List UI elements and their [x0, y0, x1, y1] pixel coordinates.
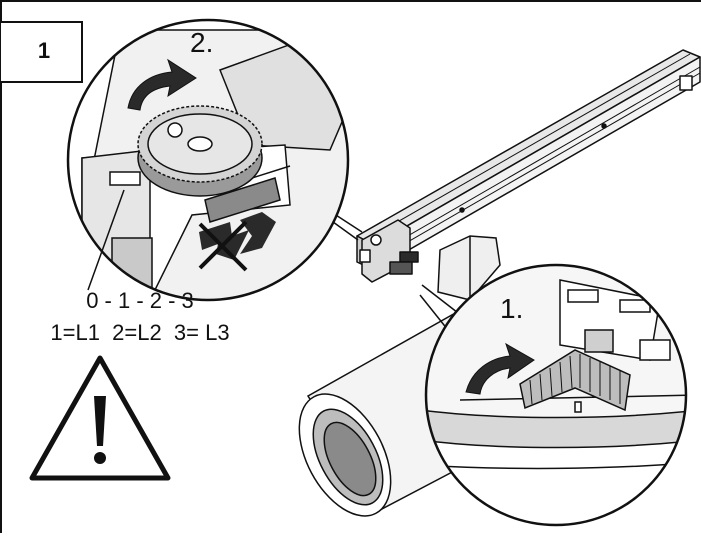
step-number-box: 1	[1, 21, 83, 83]
phase-marking-leader	[87, 189, 125, 291]
warning-triangle-icon	[29, 355, 171, 481]
step-number: 1	[38, 38, 50, 63]
step-upper-label: 2.	[190, 27, 213, 58]
mounting-stem	[437, 235, 501, 301]
track-rail	[356, 49, 701, 283]
step-lower-label: 1.	[500, 293, 523, 324]
phase-sequence-text: 0 - 1 - 2 - 3	[86, 288, 194, 313]
zoom-circle-locking-lever	[424, 263, 688, 527]
forbidden-slide-icon	[198, 212, 276, 272]
zoom-circle-phase-selector	[66, 18, 350, 302]
curved-arrow-icon	[465, 342, 535, 395]
phase-mapping-text: 1=L1 2=L2 3= L3	[50, 320, 229, 345]
curved-arrow-icon	[127, 58, 197, 111]
